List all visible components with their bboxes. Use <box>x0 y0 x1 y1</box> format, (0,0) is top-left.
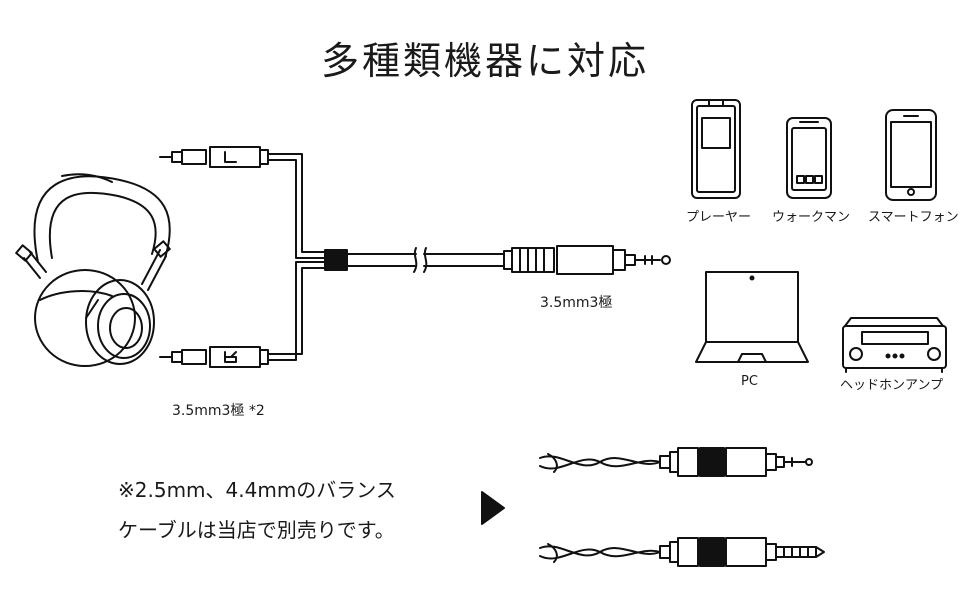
balanced-cable-4-4mm-icon <box>539 537 825 567</box>
right-plug-icon <box>159 346 269 368</box>
walkman-label: ウォークマン <box>772 210 851 225</box>
arrow-right-icon <box>481 491 505 525</box>
page-title: 多種類機器に対応 <box>320 39 649 83</box>
pc-label: PC <box>741 374 758 389</box>
main-plug-caption: 3.5mm3極 <box>540 295 613 311</box>
dual-plug-caption: 3.5mm3極 *2 <box>172 403 265 419</box>
headphones-icon <box>15 173 171 367</box>
main-plug-icon <box>503 245 671 275</box>
player-label: プレーヤー <box>686 210 752 225</box>
headphone-amp-label: ヘッドホンアンプ <box>840 378 944 393</box>
smartphone-label: スマートフォン <box>868 210 959 225</box>
pc-icon <box>695 271 809 363</box>
dual-cable <box>159 146 505 368</box>
left-plug-icon <box>159 146 269 168</box>
player-icon <box>691 99 741 199</box>
smartphone-icon <box>885 109 937 201</box>
note-line-1: ※2.5mm、4.4mmのバランス <box>118 478 396 502</box>
headphone-amp-icon <box>842 317 947 373</box>
balanced-cable-2-5mm-icon <box>539 447 813 477</box>
note-line-2: ケーブルは当店で別売りです。 <box>118 518 395 542</box>
walkman-icon <box>786 117 832 199</box>
balanced-cable-note: ※2.5mm、4.4mmのバランス ケーブルは当店で別売りです。 <box>118 470 396 550</box>
